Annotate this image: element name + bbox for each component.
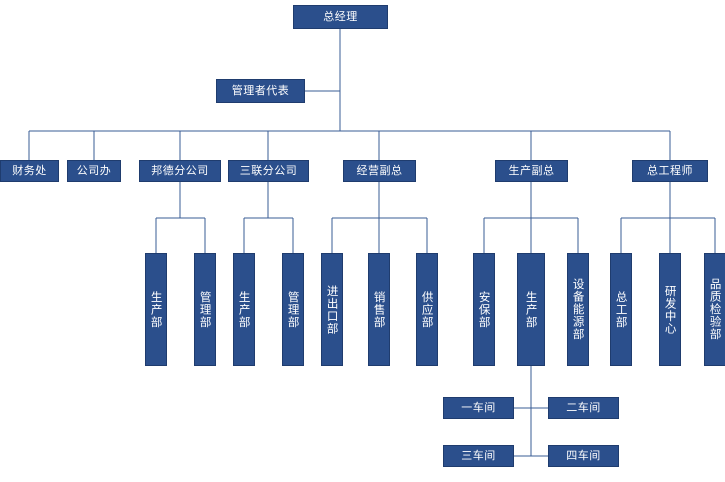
node-bangde-branch[interactable]: 邦德分公司: [139, 160, 221, 182]
node-label: 品质检验部: [708, 278, 723, 341]
node-production-dept[interactable]: 生产部: [517, 253, 545, 366]
node-equipment-energy-dept[interactable]: 设备能源部: [567, 253, 589, 366]
node-label: 研发中心: [663, 284, 678, 335]
node-rnd-center[interactable]: 研发中心: [659, 253, 681, 366]
node-label: 总工部: [614, 290, 629, 329]
node-label: 公司办: [76, 163, 112, 177]
node-label: 生产部: [237, 290, 252, 329]
node-label: 供应部: [420, 290, 435, 329]
node-company-office[interactable]: 公司办: [67, 160, 121, 182]
node-chief-engineering-dept[interactable]: 总工部: [610, 253, 632, 366]
node-label: 总工程师: [647, 163, 693, 177]
node-management-representative[interactable]: 管理者代表: [216, 79, 305, 103]
node-label: 管理者代表: [231, 83, 290, 97]
node-label: 一车间: [461, 400, 496, 414]
node-sanlian-branch[interactable]: 三联分公司: [228, 160, 309, 182]
node-label: 二车间: [566, 400, 601, 414]
node-supply-dept[interactable]: 供应部: [416, 253, 438, 366]
node-label: 生产副总: [508, 163, 555, 177]
node-workshop-four[interactable]: 四车间: [548, 445, 619, 467]
node-quality-inspection-dept[interactable]: 品质检验部: [704, 253, 725, 366]
node-label: 管理部: [286, 290, 301, 329]
node-workshop-two[interactable]: 二车间: [548, 397, 619, 419]
node-security-dept[interactable]: 安保部: [473, 253, 495, 366]
node-bangde-production-dept[interactable]: 生产部: [145, 253, 167, 366]
node-label: 进出口部: [325, 284, 340, 335]
node-workshop-one[interactable]: 一车间: [443, 397, 514, 419]
node-workshop-three[interactable]: 三车间: [443, 445, 514, 467]
node-label: 销售部: [372, 290, 387, 329]
node-sales-dept[interactable]: 销售部: [368, 253, 390, 366]
node-label: 总经理: [323, 9, 358, 23]
node-bangde-management-dept[interactable]: 管理部: [194, 253, 216, 366]
node-general-manager[interactable]: 总经理: [293, 5, 388, 29]
node-label: 设备能源部: [571, 278, 586, 341]
node-label: 生产部: [524, 290, 539, 329]
node-label: 财务处: [12, 163, 47, 177]
node-sanlian-management-dept[interactable]: 管理部: [282, 253, 304, 366]
node-production-vp[interactable]: 生产副总: [495, 160, 568, 182]
node-sanlian-production-dept[interactable]: 生产部: [233, 253, 255, 366]
node-import-export-dept[interactable]: 进出口部: [321, 253, 343, 366]
node-chief-engineer[interactable]: 总工程师: [632, 160, 708, 182]
node-label: 安保部: [477, 290, 492, 329]
node-label: 邦德分公司: [151, 163, 209, 177]
node-label: 生产部: [149, 290, 164, 329]
node-label: 四车间: [566, 448, 601, 462]
node-label: 管理部: [198, 290, 213, 329]
node-label: 三联分公司: [239, 163, 298, 177]
node-label: 三车间: [461, 448, 496, 462]
node-label: 经营副总: [356, 163, 403, 177]
node-finance-department[interactable]: 财务处: [0, 160, 59, 182]
node-operations-vp[interactable]: 经营副总: [343, 160, 416, 182]
